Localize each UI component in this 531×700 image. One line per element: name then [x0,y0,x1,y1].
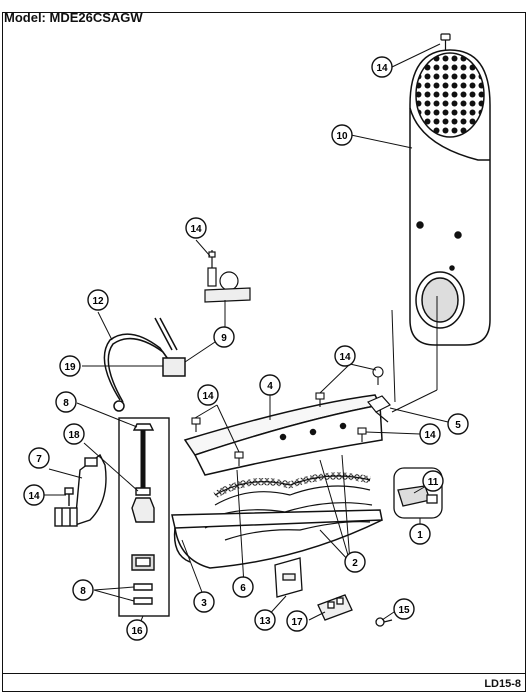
svg-text:9: 9 [221,333,227,344]
callout-14-bracket: 14 [23,484,45,506]
callout-6: 6 [232,576,254,598]
svg-text:11: 11 [428,477,439,488]
duct-screw [440,33,451,50]
svg-text:15: 15 [398,605,410,616]
terminal-block [317,594,393,627]
model-prefix: Model: [4,10,46,25]
svg-text:19: 19 [64,362,76,373]
svg-text:12: 12 [92,296,104,307]
leader-lines [44,43,449,631]
callout-14-thermo: 14 [185,217,207,239]
callout-14-cover-right: 14 [419,423,441,445]
wire-harness [103,317,186,412]
footer-divider [2,673,526,674]
callout-19: 19 [59,355,81,377]
diagram-frame [2,12,526,692]
cover-screws [191,366,384,466]
callout-8-top: 8 [55,391,77,413]
svg-text:16: 16 [131,626,143,637]
svg-text:8: 8 [63,398,69,409]
terminal-bracket [274,557,303,598]
heater-duct [409,49,491,346]
callout-14-cover-top: 14 [334,345,356,367]
callout-2: 2 [344,551,366,573]
svg-text:14: 14 [202,391,214,402]
heater-coils [204,472,373,541]
svg-text:14: 14 [424,430,436,441]
callout-12: 12 [87,289,109,311]
callout-5: 5 [447,413,469,435]
svg-text:8: 8 [80,586,86,597]
callout-1: 1 [409,523,431,545]
svg-text:4: 4 [267,381,273,392]
callout-15: 15 [393,598,415,620]
svg-text:18: 18 [68,430,80,441]
callout-18: 18 [63,423,85,445]
svg-text:17: 17 [291,617,303,628]
callout-9: 9 [213,326,235,348]
svg-text:5: 5 [455,420,461,431]
mounting-bracket [54,453,107,527]
callout-7: 7 [28,447,50,469]
svg-text:10: 10 [336,131,348,142]
callout-10: 10 [331,124,353,146]
page-code: LD15-8 [484,678,521,690]
svg-text:3: 3 [201,598,207,609]
callout-16: 16 [126,619,148,641]
svg-text:2: 2 [352,558,358,569]
callout-8-bottom: 8 [72,579,94,601]
callouts: 14 10 14 9 12 19 14 14 4 5 14 8 18 7 14 … [23,56,469,641]
callout-17: 17 [286,610,308,632]
sensor-clip [367,395,391,423]
terminal-kit [118,417,170,617]
callout-4: 4 [259,374,281,396]
thermostat [204,250,251,303]
svg-text:14: 14 [28,491,40,502]
svg-text:14: 14 [339,352,351,363]
svg-text:14: 14 [376,63,388,74]
svg-text:1: 1 [417,530,423,541]
callout-14-cover-left: 14 [197,384,219,406]
model-title: Model: MDE26CSAGW [4,10,143,25]
callout-11: 11 [422,470,444,492]
heater-housing [171,509,383,569]
svg-text:7: 7 [36,454,42,465]
callout-13: 13 [254,609,276,631]
model-number: MDE26CSAGW [49,10,143,25]
svg-text:13: 13 [259,616,271,627]
svg-text:6: 6 [240,583,246,594]
svg-text:14: 14 [190,224,202,235]
callout-3: 3 [193,591,215,613]
callout-14-top: 14 [371,56,393,78]
